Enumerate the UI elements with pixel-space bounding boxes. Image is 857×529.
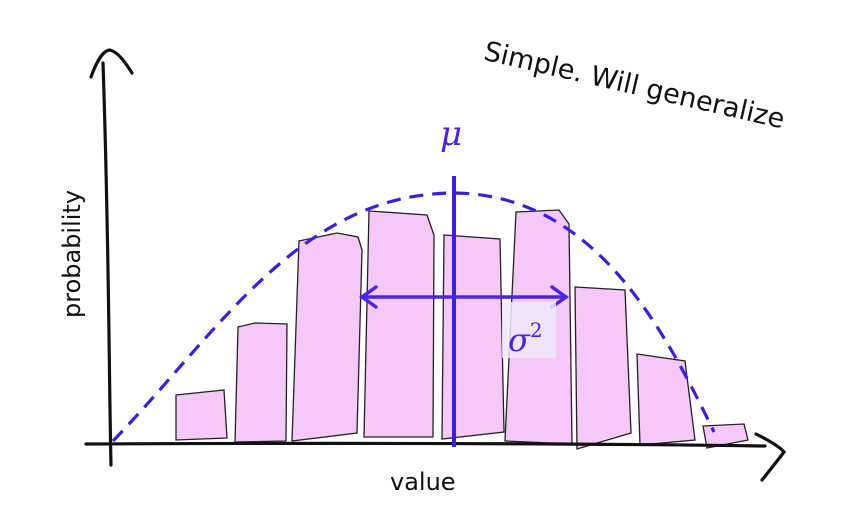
y-axis-arrowhead	[89, 48, 134, 79]
variance-label: σ2	[502, 302, 556, 359]
histogram-bar	[441, 234, 505, 440]
histogram-bar	[291, 232, 363, 442]
histogram-bar	[175, 389, 228, 441]
gaussian-curve	[111, 191, 716, 443]
mean-symbol: μ	[440, 114, 463, 154]
histogram-bar	[636, 353, 696, 446]
x-axis	[84, 441, 767, 448]
variance-symbol: σ	[508, 321, 530, 359]
variance-arrow	[358, 285, 570, 309]
x-axis-label: value	[390, 468, 456, 496]
histogram-bar	[574, 286, 632, 450]
histogram-bar	[363, 210, 435, 438]
histogram-bar	[234, 322, 288, 443]
variance-exponent: 2	[529, 318, 543, 342]
x-axis-arrowhead	[754, 432, 787, 482]
histogram-bars	[175, 209, 749, 450]
y-axis-label: probability	[58, 189, 86, 318]
axes	[84, 48, 787, 482]
y-axis	[101, 61, 113, 467]
